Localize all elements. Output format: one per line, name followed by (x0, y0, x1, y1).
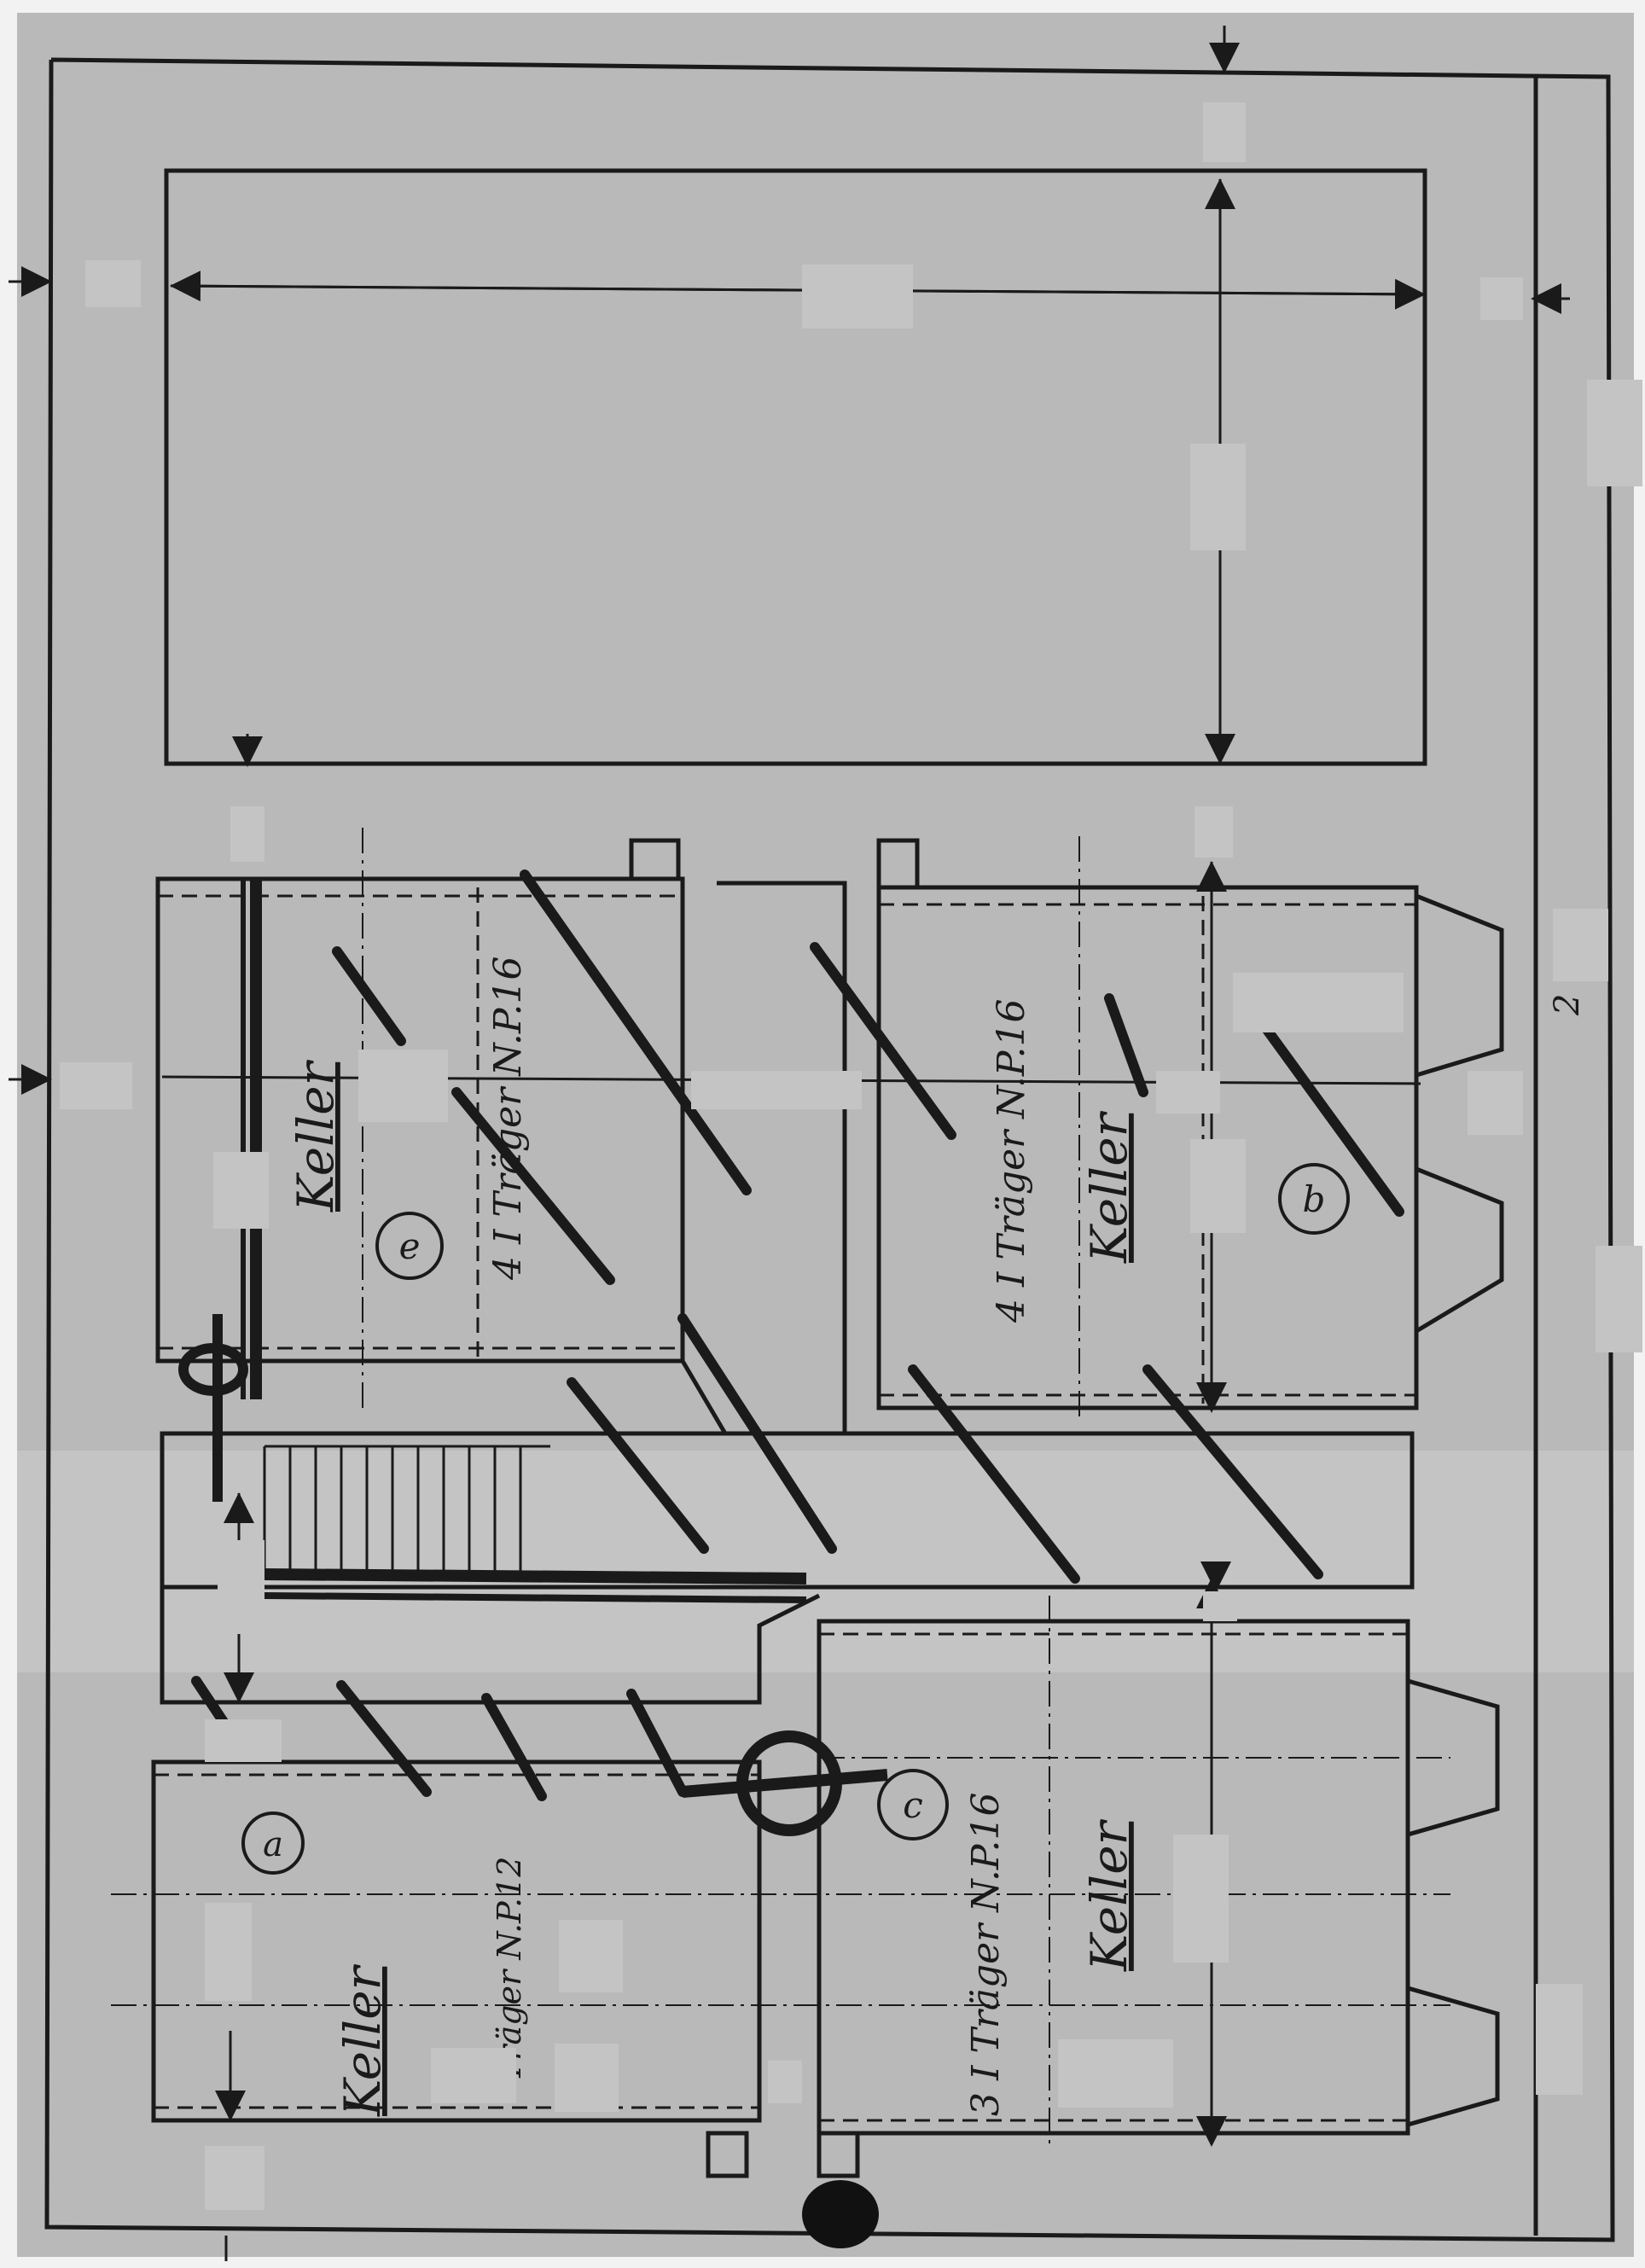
room-label-a: Keller (334, 1963, 392, 2117)
redaction-box (768, 2061, 802, 2103)
redaction-box (1203, 102, 1246, 162)
redaction-box (218, 1540, 264, 1634)
redaction-box (1468, 1071, 1523, 1135)
redaction-box (205, 1719, 282, 1762)
room-marker-e-text: e (399, 1225, 421, 1267)
room-marker-e: e (375, 1212, 444, 1280)
paper-shade-band (17, 1451, 1634, 1672)
redaction-box (213, 1152, 269, 1229)
beam-label-a: Träger N.P.12 (491, 1857, 528, 2082)
redaction-box (1203, 1591, 1237, 1621)
redaction-box (1156, 1071, 1220, 1114)
redaction-box (1177, 1502, 1233, 1561)
redaction-box (205, 2146, 264, 2210)
stair-treads (263, 1445, 550, 1574)
ink-blot (802, 2180, 879, 2248)
building-walls (151, 838, 1504, 2178)
redaction-box (1190, 444, 1246, 550)
room-marker-b-text: b (1303, 1178, 1326, 1220)
anchor-symbol-2 (682, 1730, 888, 1836)
anchor-symbol (178, 1314, 248, 1502)
courtyard-outline (164, 168, 1427, 766)
room-marker-a-text: a (263, 1825, 283, 1864)
beam-label-c: 3 I Träger N.P.16 (964, 1792, 1008, 2116)
redaction-box (1553, 909, 1608, 981)
redaction-box (802, 265, 913, 329)
redaction-box (1480, 277, 1523, 320)
room-marker-b: b (1278, 1163, 1350, 1235)
room-label-c: Keller (1080, 1818, 1138, 1972)
room-marker-a: a (241, 1811, 305, 1875)
redaction-box (431, 2048, 516, 2103)
redaction-box (1587, 380, 1642, 486)
redaction-box (555, 2044, 619, 2112)
redaction-box (1190, 1139, 1246, 1233)
redaction-box (1233, 973, 1404, 1032)
dimension-small-label: 2 (1548, 994, 1587, 1016)
outer-boundary (44, 57, 1615, 2242)
stair-landing-beam (264, 1568, 807, 1585)
beam-label-e: 4 I Träger N.P.16 (486, 956, 530, 1281)
redaction-box (358, 1050, 448, 1122)
room-label-b: Keller (1080, 1110, 1138, 1264)
redaction-boxes (60, 102, 1642, 2210)
redaction-box (60, 1062, 132, 1109)
redaction-box (1195, 806, 1233, 858)
redaction-box (1173, 1835, 1229, 1963)
redaction-box (691, 1071, 862, 1109)
redaction-box (85, 260, 141, 307)
redaction-box (205, 1903, 252, 2001)
room-marker-c-text: c (903, 1784, 923, 1826)
redaction-box (559, 1920, 623, 1992)
redaction-box (230, 806, 264, 862)
redaction-box (1596, 1246, 1642, 1352)
stair-landing-beam-2 (264, 1592, 807, 1603)
redaction-box (1536, 1984, 1583, 2095)
room-marker-c: c (877, 1769, 949, 1841)
redaction-box (1058, 2039, 1173, 2108)
paper-background (17, 13, 1634, 2257)
beam-label-b: 4 I Träger N.P.16 (990, 998, 1033, 1323)
room-label-e: Keller (287, 1059, 345, 1213)
diagonal-hatch-strokes (191, 869, 1404, 1801)
